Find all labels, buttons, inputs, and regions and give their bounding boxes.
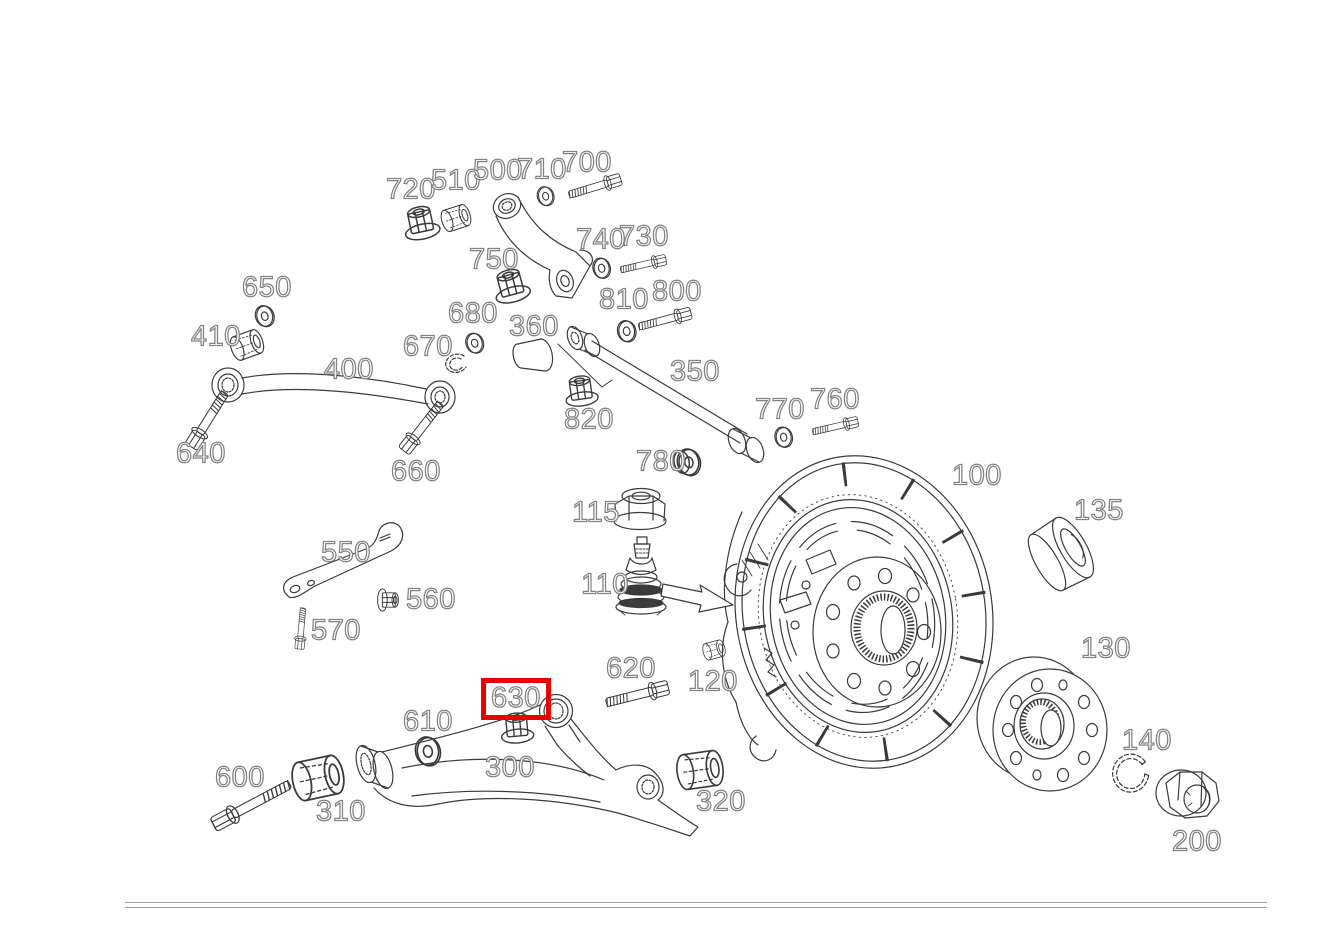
part-label-500[interactable]: 500 bbox=[472, 154, 523, 187]
part-label-570[interactable]: 570 bbox=[310, 614, 361, 647]
part-label-400[interactable]: 400 bbox=[323, 353, 374, 386]
part-label-600[interactable]: 600 bbox=[214, 761, 265, 794]
drawing-part-350-strut-rod bbox=[566, 325, 765, 464]
part-label-670[interactable]: 670 bbox=[402, 330, 453, 363]
part-label-410[interactable]: 410 bbox=[190, 320, 241, 353]
drawing-part-360-bushing bbox=[512, 338, 613, 388]
part-label-770[interactable]: 770 bbox=[754, 393, 805, 426]
part-label-120[interactable]: 120 bbox=[687, 665, 738, 698]
part-label-115[interactable]: 115 bbox=[572, 496, 620, 529]
part-label-630-highlighted[interactable]: 630 bbox=[481, 678, 551, 720]
part-label-810[interactable]: 810 bbox=[598, 283, 649, 316]
part-label-320[interactable]: 320 bbox=[695, 785, 746, 818]
drawing-part-200-axle-nut bbox=[1155, 769, 1220, 819]
part-label-680[interactable]: 680 bbox=[447, 297, 498, 330]
part-label-650[interactable]: 650 bbox=[241, 271, 292, 304]
drawing-part-115-nut bbox=[613, 487, 667, 531]
drawing-part-100-brake-backing-plate bbox=[721, 455, 994, 769]
part-label-640[interactable]: 640 bbox=[175, 437, 226, 470]
part-label-710[interactable]: 710 bbox=[516, 153, 567, 186]
part-label-300[interactable]: 300 bbox=[484, 751, 535, 784]
part-label-780[interactable]: 780 bbox=[635, 445, 686, 478]
part-label-620[interactable]: 620 bbox=[605, 652, 656, 685]
part-label-350[interactable]: 350 bbox=[669, 355, 720, 388]
part-label-800[interactable]: 800 bbox=[651, 275, 702, 308]
part-label-310[interactable]: 310 bbox=[315, 795, 366, 828]
part-label-560[interactable]: 560 bbox=[405, 583, 456, 616]
part-label-360[interactable]: 360 bbox=[508, 310, 559, 343]
part-label-760[interactable]: 760 bbox=[809, 383, 860, 416]
part-label-700[interactable]: 700 bbox=[561, 146, 612, 179]
part-label-200[interactable]: 200 bbox=[1171, 825, 1222, 858]
part-label-750[interactable]: 750 bbox=[468, 243, 519, 276]
part-label-610[interactable]: 610 bbox=[402, 705, 453, 738]
part-label-660[interactable]: 660 bbox=[390, 455, 441, 488]
drawing-part-670-lock-ring bbox=[445, 353, 467, 373]
drawing-part-140-snap-ring bbox=[1112, 753, 1150, 793]
part-label-550[interactable]: 550 bbox=[320, 536, 371, 569]
part-label-730[interactable]: 730 bbox=[618, 220, 669, 253]
part-label-140[interactable]: 140 bbox=[1121, 724, 1172, 757]
part-label-130[interactable]: 130 bbox=[1080, 632, 1131, 665]
part-label-135[interactable]: 135 bbox=[1073, 494, 1124, 527]
part-label-740[interactable]: 740 bbox=[575, 223, 626, 256]
pointer-arrow bbox=[660, 583, 734, 613]
drawing-part-130-wheel-hub bbox=[976, 656, 1108, 792]
drawing-part-500-upper-link bbox=[492, 193, 593, 299]
part-label-820[interactable]: 820 bbox=[563, 403, 614, 436]
drawing-part-550-bracket bbox=[283, 522, 404, 599]
part-label-110[interactable]: 110 bbox=[581, 568, 629, 601]
part-label-100[interactable]: 100 bbox=[951, 459, 1002, 492]
drawing-part-780-washer bbox=[673, 445, 704, 479]
drawing-part-300-lower-control-arm bbox=[355, 693, 699, 837]
part-label-510[interactable]: 510 bbox=[430, 164, 481, 197]
drawing-part-135-wheel-bearing bbox=[1027, 516, 1094, 592]
footer-rule bbox=[125, 902, 1267, 908]
part-label-720[interactable]: 720 bbox=[385, 173, 436, 206]
